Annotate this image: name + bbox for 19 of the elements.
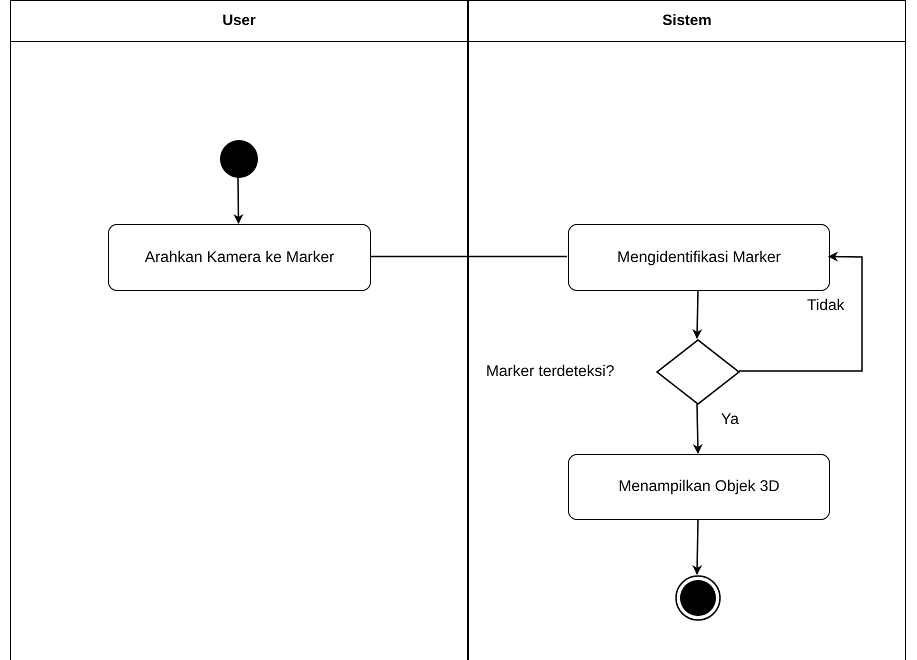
- swimlane: [10, 0, 468, 660]
- arrow: [233, 177, 244, 224]
- arrow: [692, 404, 703, 454]
- arrow: [739, 252, 863, 372]
- arrow: [692, 290, 702, 339]
- activity-box: [568, 454, 830, 520]
- activity-box: [568, 224, 830, 291]
- lane-title: Sistem: [662, 12, 712, 29]
- activity-box: [108, 224, 371, 291]
- lane-title: User: [222, 12, 256, 29]
- connector-line: [370, 256, 567, 258]
- decision-diamond: [656, 339, 740, 405]
- start-node: [220, 140, 258, 178]
- activity-label: Menampilkan Objek 3D: [618, 478, 780, 496]
- arrow: [692, 518, 702, 575]
- swimlane: [468, 0, 906, 660]
- activity-label: Arahkan Kamera ke Marker: [144, 248, 334, 266]
- end-node: [675, 575, 721, 621]
- activity-label: Mengidentifikasi Marker: [617, 248, 781, 266]
